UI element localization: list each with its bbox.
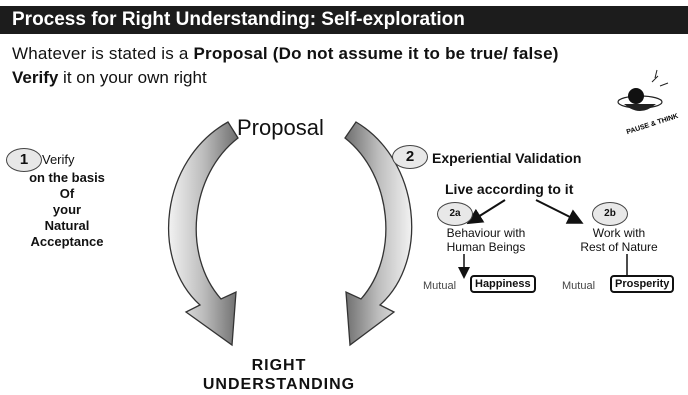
right-understanding-label: RIGHT UNDERSTANDING	[188, 356, 370, 394]
intro-line-2: Verify it on your own right	[12, 68, 207, 88]
intro-line-2-bold: Verify	[12, 68, 59, 87]
arrow-to-2b	[535, 199, 584, 224]
pause-and-think-icon: PAUSE & THINK	[617, 69, 679, 136]
intro-line-2-suffix: it on your own right	[58, 68, 207, 87]
work-line-2: Rest of Nature	[580, 240, 658, 254]
basis-line: Of	[59, 186, 75, 201]
mutual-label-happiness: Mutual	[423, 280, 457, 292]
step-2-number: 2	[392, 145, 428, 169]
basis-line: your	[52, 202, 82, 217]
step-2-label: Experiential Validation	[432, 150, 582, 166]
mutual-label-prosperity: Mutual	[562, 280, 596, 292]
step-1-number: 1	[6, 148, 42, 172]
work-with-nature: Work with Rest of Nature	[560, 226, 678, 254]
right-understanding-line-1: RIGHT	[251, 357, 307, 374]
behaviour-line-1: Behaviour with	[446, 226, 526, 240]
intro-line-1-prefix: Whatever is stated is a	[12, 44, 194, 63]
intro-line-1: Whatever is stated is a Proposal (Do not…	[12, 44, 559, 64]
intro-line-1-suffix: (Do not assume it to be true/ false)	[267, 44, 559, 63]
intro-line-1-bold: Proposal	[193, 44, 268, 63]
left-curved-arrow	[168, 121, 239, 347]
right-understanding-line-2: UNDERSTANDING	[202, 376, 356, 393]
step-2b-number: 2b	[592, 202, 628, 226]
arrow-to-2a	[466, 199, 506, 225]
basis-line: on the basis	[29, 170, 105, 185]
basis-line: Acceptance	[30, 234, 104, 249]
basis-line: Natural	[44, 218, 90, 233]
natural-acceptance-block: on the basis Of your Natural Acceptance	[6, 170, 128, 250]
prosperity-box: Prosperity	[610, 275, 675, 293]
behaviour-line-2: Human Beings	[446, 240, 526, 254]
right-curved-arrow	[344, 121, 413, 347]
live-according-label: Live according to it	[445, 181, 574, 197]
behaviour-with-humans: Behaviour with Human Beings	[426, 226, 546, 254]
work-line-1: Work with	[592, 226, 646, 240]
proposal-heading: Proposal	[237, 115, 324, 140]
pause-think-label: PAUSE & THINK	[626, 113, 679, 136]
slide-title: Process for Right Understanding: Self-ex…	[0, 6, 688, 34]
happiness-box: Happiness	[470, 275, 536, 293]
step-2a-number: 2a	[437, 202, 473, 226]
step-1-label: Verify	[42, 152, 75, 167]
